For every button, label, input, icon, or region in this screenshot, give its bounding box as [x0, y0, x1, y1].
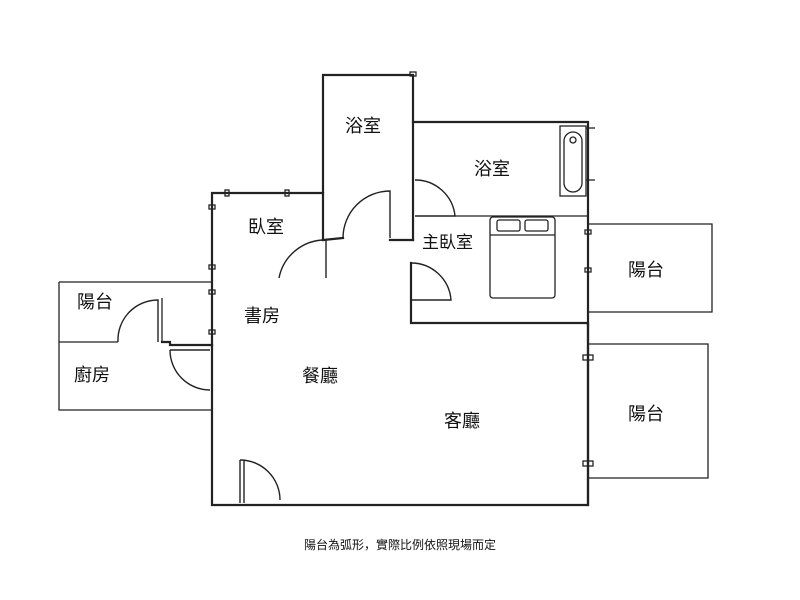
- kitchen-wall: [160, 340, 214, 347]
- bath2-wall: [411, 120, 590, 327]
- label-balcony-left: 陽台: [77, 292, 113, 313]
- bathtub: [559, 125, 595, 197]
- plan-note: 陽台為弧形，實際比例依照現場而定: [303, 538, 496, 552]
- doors: [117, 179, 456, 503]
- label-living: 客廳: [444, 411, 480, 432]
- entrance-door: [239, 459, 281, 501]
- master-door: [410, 262, 452, 301]
- label-balcony-right-bottom: 陽台: [628, 404, 664, 425]
- label-dining: 餐廳: [302, 366, 338, 387]
- bedroom-door: [278, 239, 327, 279]
- label-kitchen: 廚房: [74, 364, 110, 386]
- room-labels: 浴室 浴室 臥室 主臥室 陽台 陽台 陽台 書房 廚房 餐廳 客廳: [74, 116, 664, 432]
- balcony-right-top-outline: [588, 223, 713, 313]
- label-balcony-right-top: 陽台: [628, 260, 664, 281]
- walls: [58, 73, 713, 507]
- label-bath2: 浴室: [474, 159, 510, 180]
- bath1-door: [342, 190, 391, 239]
- label-master-bedroom: 主臥室: [422, 233, 473, 253]
- kitchen-door: [169, 349, 211, 391]
- master-bedroom-wall: [409, 261, 590, 325]
- label-study: 書房: [244, 306, 280, 327]
- bed: [489, 216, 556, 299]
- balcony-right-bottom-outline: [588, 343, 709, 479]
- bath2-door: [414, 179, 456, 217]
- label-bedroom: 臥室: [248, 217, 284, 238]
- kitchen-outline-2: [58, 282, 212, 411]
- main-wall-outline: [210, 323, 590, 507]
- balcony-left-door: [117, 299, 159, 343]
- window-marks: [208, 71, 594, 467]
- bath1-wall: [321, 73, 415, 242]
- label-bath1: 浴室: [345, 116, 381, 137]
